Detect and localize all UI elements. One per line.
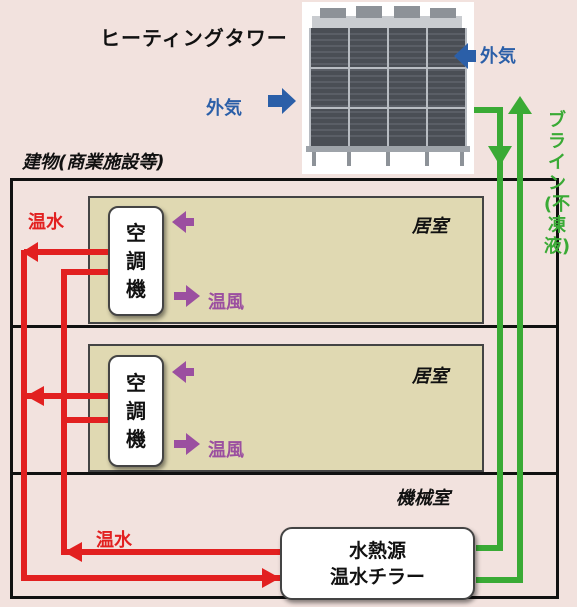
warm-air-arrow-2-icon (174, 433, 200, 455)
ahu-1-char-2: 調 (126, 249, 146, 273)
outside-air-arrow-right-icon (454, 43, 476, 69)
chiller-line-2: 温水チラー (329, 565, 425, 588)
brine-supply-line (474, 107, 503, 551)
return-air-arrow-1-icon (172, 211, 194, 233)
hot-water-arrow-bottom-icon (262, 568, 280, 588)
warm-air-label-1: 温風 (208, 292, 244, 313)
outside-air-arrow-left-icon (268, 88, 296, 114)
outside-air-label-right: 外気 (480, 46, 516, 67)
heating-tower-image (302, 2, 474, 174)
brine-down-arrow-icon (488, 146, 512, 166)
ahu-2-char-2: 調 (126, 399, 146, 423)
hot-water-arrow-top-icon (22, 242, 38, 262)
hot-water-label-bottom: 温水 (96, 530, 132, 551)
hot-water-arrow-supply-icon (64, 542, 82, 562)
machine-room-label: 機械室 (396, 488, 450, 509)
building-label: 建物(商業施設等) (22, 152, 165, 173)
return-air-arrow-2-icon (172, 361, 194, 383)
floor-divider-2 (10, 472, 559, 475)
room-1-label: 居室 (412, 216, 448, 237)
ahu-1-char-3: 機 (126, 277, 146, 301)
floor-divider-1 (10, 325, 559, 328)
diagram-title: ヒーティングタワー (100, 26, 288, 50)
ahu-2-char-3: 機 (126, 427, 146, 451)
brine-up-arrow-icon (508, 96, 532, 114)
hot-water-supply-line (61, 269, 280, 555)
chiller-line-1: 水熱源 (348, 539, 406, 562)
hot-water-main-line (21, 250, 280, 581)
outside-air-label-left: 外気 (206, 98, 242, 119)
air-handler-unit-2: 空 調 機 (108, 355, 164, 467)
water-source-chiller: 水熱源 温水チラー (280, 527, 475, 600)
air-handler-unit-1: 空 調 機 (108, 206, 164, 316)
hot-water-label-top: 温水 (28, 212, 64, 233)
brine-label: ブライン(不凍液) (543, 110, 571, 257)
warm-air-arrow-1-icon (174, 285, 200, 307)
brine-return-line (476, 110, 523, 583)
ahu-2-char-1: 空 (126, 371, 146, 395)
warm-air-label-2: 温風 (208, 440, 244, 461)
room-2-label: 居室 (412, 366, 448, 387)
ahu-1-char-1: 空 (126, 221, 146, 245)
hot-water-arrow-mid-icon (26, 386, 44, 406)
